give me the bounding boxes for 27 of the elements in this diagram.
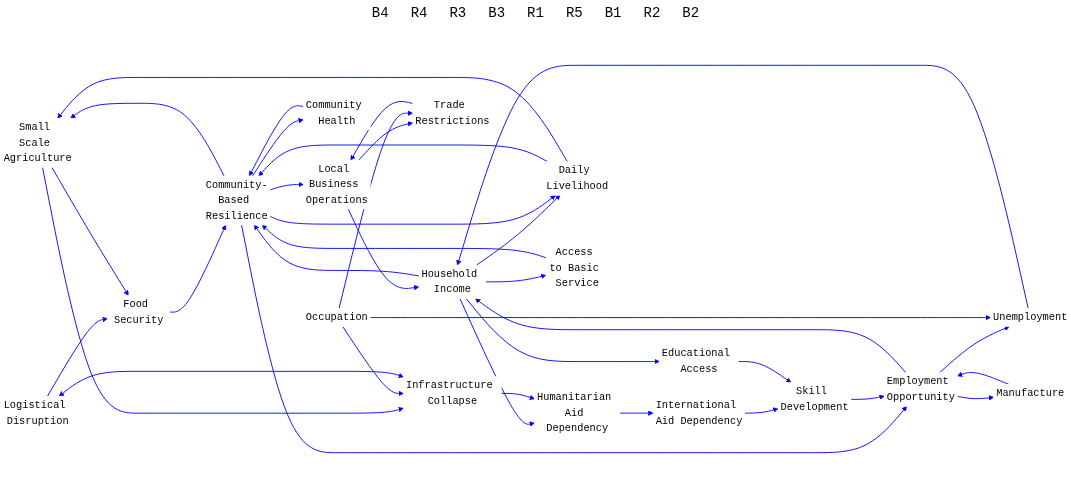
node-text: Educational Access <box>661 347 730 375</box>
node-text: International Aid Dependency <box>655 399 743 427</box>
loop-label: R5 <box>565 5 583 21</box>
node-text: Access to Basic Service <box>549 246 599 290</box>
node-text: Employment Opportunity <box>886 375 955 403</box>
loop-label: B2 <box>682 5 700 21</box>
loop-label: R4 <box>410 5 428 21</box>
node-text: Community-Based Resilience <box>205 179 268 222</box>
node-text: Household Income <box>421 268 478 296</box>
node-text: Skill Development <box>780 385 849 413</box>
node-text: Daily Livelihood <box>546 164 609 192</box>
loop-label: B3 <box>488 5 506 21</box>
node-text: Community Health <box>305 99 362 127</box>
node-text: Manufacture <box>996 387 1065 400</box>
loop-label: R3 <box>449 5 467 21</box>
loop-label: R2 <box>643 5 661 21</box>
node-text: Small Scale Agriculture <box>3 121 72 164</box>
node-text: Unemployment <box>993 311 1068 324</box>
node-text: Occupation <box>305 311 368 324</box>
loop-label: B1 <box>604 5 622 21</box>
node-text: Trade Restrictions <box>415 99 490 127</box>
node-text: Humanitarian Aid Dependency <box>537 391 612 435</box>
loop-label: B4 <box>371 5 389 21</box>
node-text: Logistical Disruption <box>3 399 69 427</box>
node-text: Food Security <box>113 298 164 326</box>
node-text: Infrastructure Collapse <box>405 379 493 407</box>
loop-label: R1 <box>527 5 544 21</box>
